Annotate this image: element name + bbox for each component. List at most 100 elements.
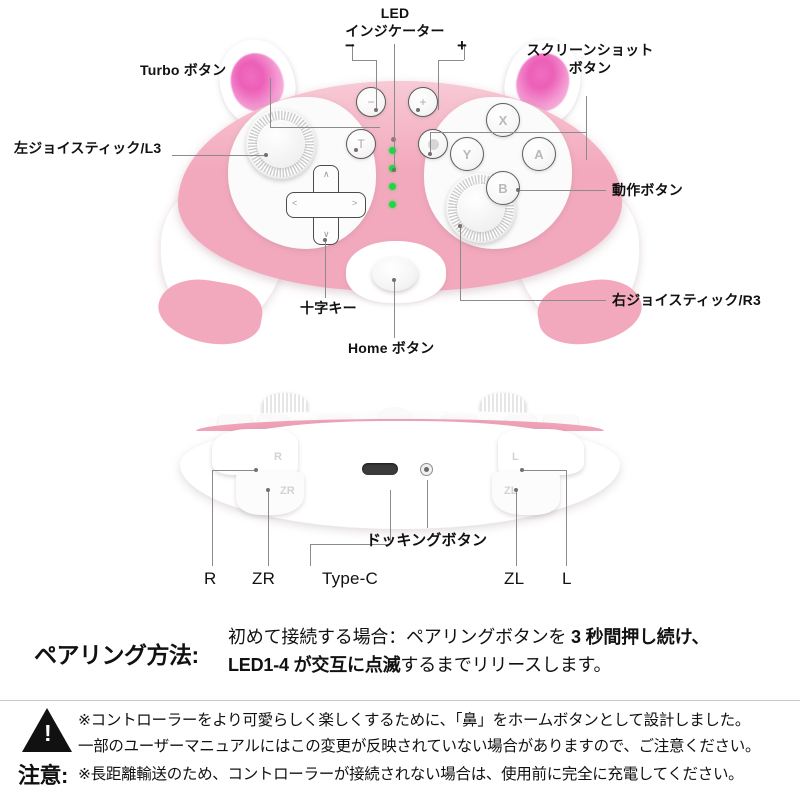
caution-line-2: 一部のユーザーマニュアルにはこの変更が反映されていない場合がありますので、ご注意…	[78, 738, 761, 755]
leader-dot-led	[392, 168, 396, 172]
trigger-zl[interactable]: ZL	[492, 471, 560, 515]
trigger-zr-mark: ZR	[280, 485, 295, 497]
leader-dot-home	[392, 278, 396, 282]
callout-l-label: L	[562, 569, 572, 588]
callout-docking-label: ドッキングボタン	[366, 532, 488, 549]
pairing-line1-bold: 3 秒間押し続け、	[571, 627, 710, 647]
leader-minus-h	[352, 60, 376, 61]
leader-dot-shot	[428, 152, 432, 156]
leader-dot-r	[254, 468, 258, 472]
leader-plus-v2	[438, 60, 439, 110]
leader-l-h	[522, 470, 566, 471]
callout-r-label: R	[204, 569, 217, 588]
caution-line-3: ※長距離輸送のため、コントローラーが接続されない場合は、使用前に完全に充電してく…	[78, 766, 744, 783]
section-divider	[0, 700, 800, 701]
leader-dot-dpad	[323, 238, 327, 242]
callout-home-label: Home ボタン	[348, 340, 435, 356]
callout-led-label: LED インジケーター	[340, 5, 450, 40]
leader-zl-v	[516, 490, 517, 566]
leader-dot-zr	[266, 488, 270, 492]
leader-typec-h	[310, 544, 390, 545]
leader-plus-v	[464, 44, 465, 60]
leader-minus-v	[352, 44, 353, 60]
leader-dot-action	[516, 188, 520, 192]
callout-left-stick-label: 左ジョイスティック/L3	[14, 140, 162, 156]
leader-dot-rightstick	[458, 224, 462, 228]
button-a[interactable]: A	[522, 137, 556, 171]
button-x[interactable]: X	[486, 103, 520, 137]
caution-line-1: ※コントローラーをより可愛らしく楽しくするために、「鼻」をホームボタンとして設計…	[78, 712, 751, 729]
left-joystick[interactable]	[246, 109, 316, 179]
leader-minus-v2	[376, 60, 377, 110]
leader-dot-zl	[514, 488, 518, 492]
leader-turbo-h	[270, 127, 380, 128]
docking-pairing-button[interactable]	[420, 463, 433, 476]
trigger-r[interactable]: R	[212, 429, 298, 475]
leader-dot-plus	[416, 108, 420, 112]
pairing-body: 初めて接続する場合：ペアリングボタンを 3 秒間押し続け、 LED1-4 が交互…	[228, 624, 788, 680]
callout-typec-label: Type-C	[322, 569, 378, 588]
leader-home-v	[394, 280, 395, 338]
usb-c-port	[362, 463, 398, 475]
callout-screenshot-label: スクリーンショット ボタン	[514, 42, 666, 77]
trigger-zr[interactable]: ZR	[236, 471, 304, 515]
home-button[interactable]	[372, 257, 418, 291]
leader-dot-minus	[374, 108, 378, 112]
callout-turbo-label: Turbo ボタン	[140, 62, 227, 78]
controller-rear-view: R L ZR ZL	[150, 385, 650, 565]
button-b[interactable]: B	[486, 171, 520, 205]
leader-dot-leftstick	[264, 153, 268, 157]
callout-led-line2: インジケーター	[345, 22, 445, 39]
callout-screenshot-line1: スクリーンショット	[526, 42, 654, 58]
callout-zr-label: ZR	[252, 569, 276, 588]
leader-dpad-v	[325, 240, 326, 298]
trigger-r-mark: R	[274, 451, 282, 463]
leader-dot-l	[520, 468, 524, 472]
callout-led-line1: LED	[380, 5, 410, 21]
minus-button[interactable]: −	[356, 87, 386, 117]
leader-typec-v2	[310, 544, 311, 566]
leader-led-v	[394, 44, 395, 172]
trigger-l[interactable]: L	[498, 429, 584, 475]
trigger-l-mark: L	[512, 451, 519, 463]
pairing-line2-plain: するまでリリースします。	[400, 654, 612, 675]
callout-action-label: 動作ボタン	[612, 182, 683, 198]
leader-shot-v	[586, 96, 587, 160]
dpad-down-icon: ∨	[323, 229, 330, 239]
pairing-title: ペアリング方法:	[34, 642, 199, 668]
dpad-left-icon: <	[292, 198, 298, 208]
button-y[interactable]: Y	[450, 137, 484, 171]
leader-shot-h	[430, 132, 586, 133]
leader-docking-v	[427, 480, 428, 528]
leader-dot-turbo	[354, 148, 358, 152]
callout-right-stick-label: 右ジョイスティック/R3	[612, 292, 761, 308]
screenshot-button[interactable]	[418, 129, 448, 159]
turbo-button[interactable]: T	[346, 129, 376, 159]
leader-l-v	[566, 470, 567, 566]
leader-turbo-v	[270, 78, 271, 128]
leader-zr-v	[268, 490, 269, 566]
plus-button[interactable]: +	[408, 87, 438, 117]
leader-leftstick-h	[172, 155, 268, 156]
leader-r-v	[212, 470, 213, 566]
leader-rightstick-v	[460, 226, 461, 300]
plus-symbol: +	[457, 36, 467, 55]
leader-shot-v2	[430, 132, 431, 154]
leader-r-h	[212, 470, 256, 471]
dpad[interactable]: ∧ ∨ < >	[286, 165, 366, 245]
caution-label: 注意:	[18, 763, 68, 788]
led-indicator	[389, 137, 397, 219]
pairing-line1-plain: 初めて接続する場合：ペアリングボタンを	[228, 627, 571, 647]
pairing-instructions: ペアリング方法: 初めて接続する場合：ペアリングボタンを 3 秒間押し続け、 L…	[0, 620, 800, 698]
leader-plus-h	[438, 60, 464, 61]
callout-screenshot-line2: ボタン	[568, 59, 612, 76]
leader-rightstick-h	[460, 300, 606, 301]
minus-symbol: −	[345, 36, 355, 55]
dpad-right-icon: >	[352, 198, 358, 208]
callout-zl-label: ZL	[504, 569, 525, 588]
warning-exclamation-icon: !	[44, 720, 52, 746]
pairing-line2-bold: LED1-4 が交互に点滅	[228, 654, 401, 675]
leader-typec-v	[390, 490, 391, 544]
warning-triangle-icon	[22, 708, 72, 752]
